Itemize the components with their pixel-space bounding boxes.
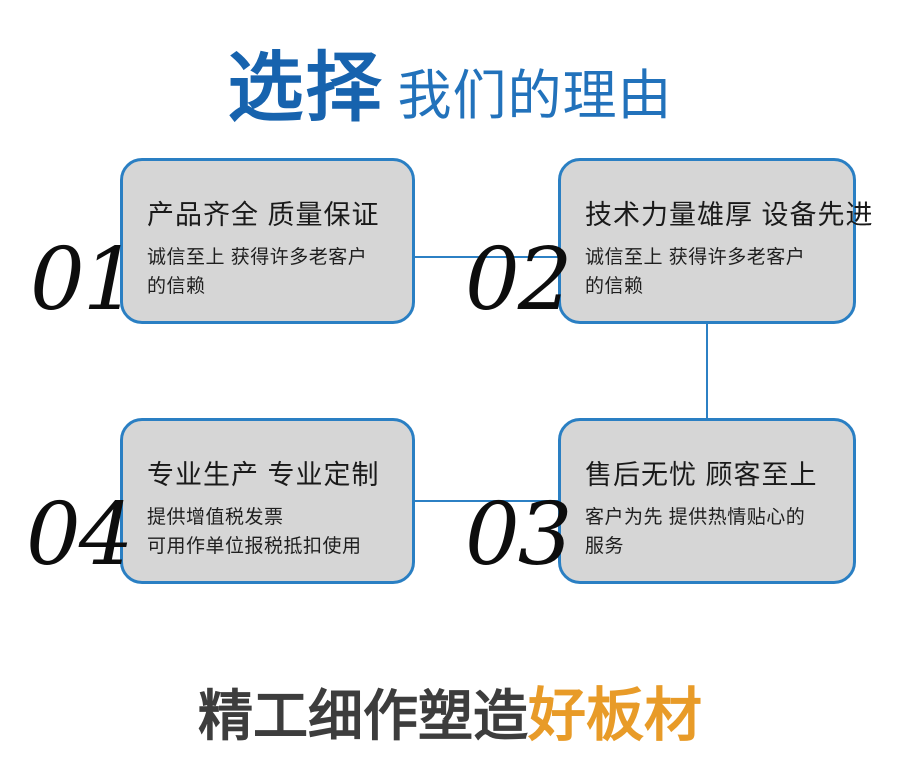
feature-card-01-title: 产品齐全 质量保证 (147, 200, 380, 230)
page-title-subtext: 我们的理由 (397, 66, 673, 126)
feature-card-04-body-line-2: 可用作单位报税抵扣使用 (147, 536, 362, 557)
feature-card-02-body-line-2: 的信赖 (585, 276, 644, 297)
footer-slogan-accent: 好板材 (528, 681, 703, 749)
feature-card-04-body: 提供增值税发票 可用作单位报税抵扣使用 (147, 503, 396, 561)
feature-card-01-number: 01 (30, 230, 137, 330)
feature-card-02-number: 02 (465, 230, 572, 330)
feature-card-04-title: 专业生产 专业定制 (147, 460, 380, 490)
feature-card-03-title: 售后无忧 顾客至上 (585, 460, 818, 490)
footer-slogan: 精工细作塑造好板材 (0, 668, 900, 752)
feature-card-02-body: 诚信至上 获得许多老客户 的信赖 (585, 243, 837, 301)
feature-card-04-body-line-1: 提供增值税发票 (147, 507, 284, 528)
feature-card-02[interactable]: 技术力量雄厚 设备先进 诚信至上 获得许多老客户 的信赖 (558, 158, 874, 324)
page-title: 选择我们的理由 (0, 26, 900, 136)
feature-card-01-body: 诚信至上 获得许多老客户 的信赖 (147, 243, 396, 301)
feature-card-01-body-line-1: 诚信至上 获得许多老客户 (147, 247, 368, 268)
connector-card04-to-card03 (414, 500, 560, 502)
feature-card-01-body-line-2: 的信赖 (147, 276, 206, 297)
feature-card-04-number: 04 (26, 485, 133, 585)
connector-card01-to-card02 (414, 256, 560, 258)
footer-slogan-primary: 精工细作塑造 (197, 684, 528, 748)
feature-card-03[interactable]: 售后无忧 顾客至上 客户为先 提供热情贴心的 服务 (558, 418, 856, 584)
feature-card-02-title: 技术力量雄厚 设备先进 (585, 200, 874, 230)
page-title-emphasis: 选择 (227, 43, 384, 132)
feature-card-03-body-line-2: 服务 (585, 536, 625, 557)
feature-card-04[interactable]: 专业生产 专业定制 提供增值税发票 可用作单位报税抵扣使用 (120, 418, 415, 584)
feature-card-01[interactable]: 产品齐全 质量保证 诚信至上 获得许多老客户 的信赖 (120, 158, 415, 324)
feature-card-03-body-line-1: 客户为先 提供热情贴心的 (585, 507, 806, 528)
connector-card02-to-card03 (706, 322, 708, 419)
feature-card-03-body: 客户为先 提供热情贴心的 服务 (585, 503, 837, 561)
feature-card-02-body-line-1: 诚信至上 获得许多老客户 (585, 247, 806, 268)
feature-card-03-number: 03 (465, 485, 572, 585)
